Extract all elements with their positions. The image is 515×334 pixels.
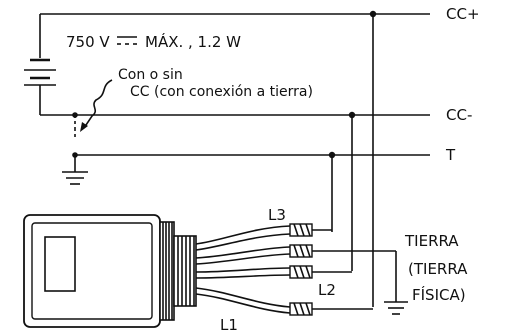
rating-voltage: 750 V bbox=[66, 33, 110, 51]
ground-icon-right bbox=[384, 301, 408, 315]
label-l1: L1 bbox=[220, 316, 238, 334]
label-cc-plus: CC+ bbox=[446, 5, 480, 23]
lead-bottom bbox=[195, 287, 313, 316]
label-tierra-fisica-2: FÍSICA) bbox=[412, 285, 466, 304]
label-tierra-fisica-1: (TIERRA bbox=[408, 260, 468, 278]
dc-symbol bbox=[117, 36, 137, 45]
lead-top bbox=[195, 223, 313, 251]
label-t: T bbox=[445, 146, 456, 164]
ground-icon-left bbox=[62, 171, 88, 185]
rating-max-power: MÁX. , 1.2 W bbox=[145, 32, 241, 51]
label-tierra: TIERRA bbox=[404, 232, 459, 250]
label-l2: L2 bbox=[318, 281, 336, 299]
ground-switch bbox=[72, 112, 78, 158]
lead-mid-2 bbox=[195, 265, 313, 279]
note-leader-arrowhead bbox=[80, 122, 88, 132]
battery-symbol bbox=[24, 58, 56, 86]
device-body bbox=[23, 214, 161, 328]
label-cc-minus: CC- bbox=[446, 106, 472, 124]
switch-note-line1: Con o sin bbox=[118, 67, 183, 83]
label-l3: L3 bbox=[268, 206, 286, 224]
device-window bbox=[44, 236, 76, 292]
lead-mid-1 bbox=[195, 244, 313, 265]
threaded-collar bbox=[159, 221, 197, 321]
switch-note-line2: CC (con conexión a tierra) bbox=[130, 84, 313, 100]
note-leader-squiggle bbox=[83, 79, 113, 129]
